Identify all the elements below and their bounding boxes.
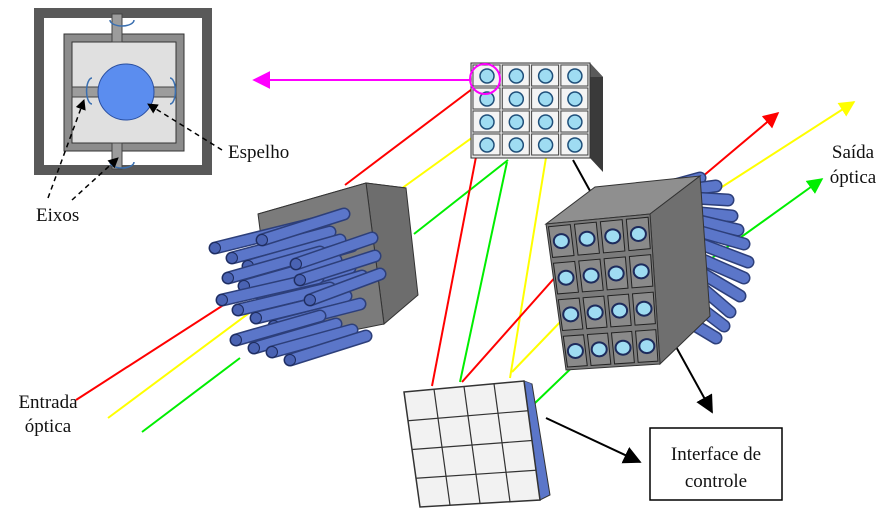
micromirror — [479, 114, 495, 130]
control-detector-array — [403, 380, 551, 508]
output-port — [552, 233, 570, 250]
fiber — [239, 255, 341, 291]
output-label-line2: óptica — [830, 167, 877, 188]
output-port — [607, 265, 625, 282]
micromirror — [537, 91, 554, 107]
fiber — [231, 311, 325, 345]
fiber — [249, 319, 341, 353]
mirror-label: Espelho — [228, 142, 289, 163]
input-fiber-bundle — [208, 182, 419, 367]
output-port — [578, 230, 596, 247]
output-fiber-bundle — [544, 171, 755, 371]
output-port — [590, 341, 608, 358]
fiber-end — [216, 294, 228, 306]
control-interface-box: Interface de controle — [649, 427, 783, 501]
fiber — [257, 209, 349, 245]
output-port — [562, 306, 580, 323]
fiber-end — [232, 304, 244, 316]
micromirror — [479, 68, 495, 84]
control-line-lower — [545, 417, 642, 464]
micromirror — [508, 114, 525, 130]
fiber — [295, 251, 380, 285]
fiber — [251, 291, 351, 323]
output-port — [566, 342, 584, 359]
input-label-line1: Entrada — [18, 392, 78, 413]
input-label-line2: óptica — [25, 416, 72, 437]
micromirror — [567, 137, 583, 153]
selected-mirror-highlight — [469, 63, 501, 95]
fiber-end — [222, 272, 234, 284]
fiber-end — [250, 312, 262, 324]
output-port — [638, 338, 656, 355]
micromirror — [479, 137, 495, 153]
output-port — [604, 228, 622, 245]
mirror-detail-inset — [34, 8, 223, 201]
output-port — [611, 302, 629, 319]
micromirror — [567, 91, 583, 107]
control-label-line2: controle — [685, 471, 747, 492]
fiber-end — [226, 252, 238, 264]
micromirror — [537, 114, 554, 130]
fiber — [227, 227, 335, 263]
fiber-end — [290, 258, 302, 270]
output-port — [614, 339, 632, 356]
fiber-end — [266, 346, 278, 358]
detector-grid-line — [415, 469, 537, 479]
control-label-line1: Interface de — [671, 444, 761, 465]
detector-grid-line — [493, 383, 511, 502]
micromirror — [508, 137, 525, 153]
micromirror — [508, 91, 525, 107]
mems-mirror-array — [469, 62, 603, 172]
fiber — [267, 325, 357, 357]
mirror-disc — [97, 63, 155, 121]
fiber — [305, 269, 385, 305]
micromirror — [537, 137, 554, 153]
fiber-end — [294, 274, 306, 286]
output-port — [632, 263, 650, 280]
fiber-end — [304, 294, 316, 306]
output-port — [635, 300, 653, 317]
fiber-end — [284, 354, 296, 366]
fiber — [285, 331, 371, 365]
detector-grid-line — [411, 439, 533, 451]
micromirror — [479, 91, 495, 107]
fiber-end — [256, 234, 268, 246]
fiber-end — [209, 242, 221, 254]
fiber-end — [230, 334, 242, 346]
fiber-end — [248, 342, 260, 354]
output-port — [586, 304, 604, 321]
axes-label: Eixos — [36, 205, 79, 226]
fiber — [291, 233, 377, 269]
micromirror — [567, 114, 583, 130]
output-port — [557, 269, 575, 286]
output-port — [629, 225, 647, 242]
micromirror — [567, 68, 583, 84]
output-label-line1: Saída — [832, 142, 875, 163]
micromirror — [537, 68, 554, 84]
micromirror — [508, 68, 525, 84]
output-port — [582, 267, 600, 284]
